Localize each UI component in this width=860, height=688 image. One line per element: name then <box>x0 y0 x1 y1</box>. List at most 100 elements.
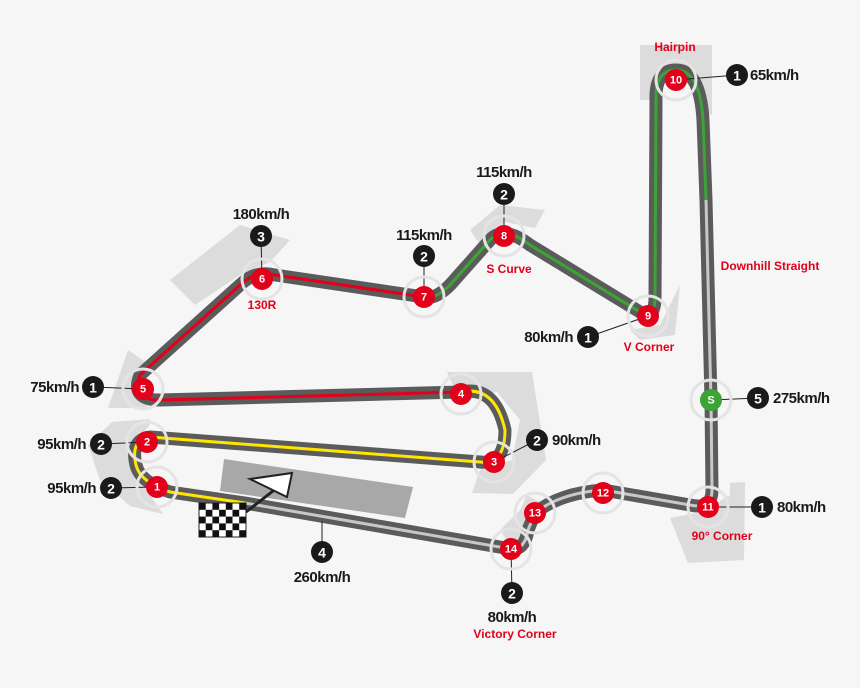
track <box>128 63 719 556</box>
gear-callout-t6: 3 <box>250 225 272 247</box>
gear-number: 2 <box>97 437 105 453</box>
marker-number: 1 <box>154 482 160 494</box>
stripe-yellow <box>133 389 507 505</box>
marker-circle <box>146 476 168 498</box>
turn-marker-9: 9 <box>626 294 670 338</box>
marker-number: 5 <box>140 384 146 396</box>
marker-circle <box>251 268 273 290</box>
gear-number: 2 <box>500 187 508 203</box>
marker-number: 12 <box>597 488 609 500</box>
marker-halo <box>240 257 284 301</box>
marker-halo <box>686 485 730 529</box>
gear-callout-t14: 2 <box>501 582 523 604</box>
turn-marker-3: 3 <box>472 440 516 484</box>
gear-circle <box>100 477 122 499</box>
turn-marker-2: 2 <box>125 420 169 464</box>
marker-halo <box>402 275 446 319</box>
runoff-hairpin <box>640 45 712 115</box>
marker-number: 10 <box>670 75 682 87</box>
gear-callout-t3: 2 <box>526 429 548 451</box>
speed-t9: 80km/h <box>524 329 573 346</box>
gear-circle <box>90 433 112 455</box>
turn-marker-8: 8 <box>482 214 526 258</box>
turn-marker-4: 4 <box>439 372 483 416</box>
speed-t5: 75km/h <box>30 379 79 396</box>
marker-number: 11 <box>702 502 714 514</box>
gear-number: 2 <box>107 481 115 497</box>
marker-number: 2 <box>144 437 150 449</box>
speed-t3: 90km/h <box>552 432 601 449</box>
name-downhill-straight: Downhill Straight <box>721 259 820 273</box>
gear-number: 2 <box>420 249 428 265</box>
gear-circle <box>577 326 599 348</box>
marker-circle <box>500 538 522 560</box>
turn-marker-11: 11 <box>686 485 730 529</box>
gear-circle <box>413 245 435 267</box>
marker-number: 3 <box>491 457 497 469</box>
marker-circle <box>700 389 722 411</box>
runoff-t9 <box>630 285 680 340</box>
gear-callout-main-straight: 4 <box>311 541 333 563</box>
name-v-corner: V Corner <box>624 340 675 354</box>
stripe-green <box>423 68 708 316</box>
gear-number: 2 <box>533 433 541 449</box>
marker-circle <box>637 305 659 327</box>
pit-direction-arrow <box>246 471 294 499</box>
marker-circle <box>450 383 472 405</box>
speed-t1: 95km/h <box>47 480 96 497</box>
marker-number: 7 <box>421 292 427 304</box>
speed-trap-marker: S <box>689 378 733 422</box>
gear-circle <box>726 64 748 86</box>
name-s-curve: S Curve <box>486 262 532 276</box>
pit-building <box>220 459 413 518</box>
marker-circle <box>413 286 435 308</box>
marker-halo <box>125 420 169 464</box>
marker-number: S <box>707 395 714 407</box>
gear-number: 1 <box>89 380 97 396</box>
marker-circle <box>132 378 154 400</box>
gear-callout-speed-trap: 5 <box>747 387 769 409</box>
gear-callout-t1: 2 <box>100 477 122 499</box>
name-130r: 130R <box>248 298 277 312</box>
marker-circle <box>697 496 719 518</box>
gear-callout-t9: 1 <box>577 326 599 348</box>
speed-t2: 95km/h <box>37 436 86 453</box>
marker-number: 14 <box>505 544 518 556</box>
marker-halo <box>439 372 483 416</box>
marker-halo <box>513 491 557 535</box>
gear-circle <box>747 387 769 409</box>
marker-halo <box>689 378 733 422</box>
turn-marker-10: 10 <box>654 58 698 102</box>
speed-t8: 115km/h <box>476 164 532 181</box>
gear-callout-t7: 2 <box>413 245 435 267</box>
turn-marker-14: 14 <box>489 527 533 571</box>
marker-number: 13 <box>529 508 541 520</box>
turn-marker-7: 7 <box>402 275 446 319</box>
gear-callout-t10: 1 <box>726 64 748 86</box>
marker-halo <box>654 58 698 102</box>
marker-circle <box>493 225 515 247</box>
gear-circle <box>493 183 515 205</box>
speed-t14: 80km/h <box>488 609 537 626</box>
turn-marker-13: 13 <box>513 491 557 535</box>
turn-marker-1: 1 <box>135 465 179 509</box>
name-victory-corner: Victory Corner <box>473 627 556 641</box>
speed-trap-speed: 275km/h <box>773 390 830 407</box>
speed-main-straight: 260km/h <box>294 569 351 586</box>
marker-circle <box>524 502 546 524</box>
gear-callout-t5: 1 <box>82 376 104 398</box>
name-90-corner: 90° Corner <box>692 529 753 543</box>
marker-halo <box>482 214 526 258</box>
marker-number: 8 <box>501 231 507 243</box>
gear-circle <box>82 376 104 398</box>
marker-halo <box>489 527 533 571</box>
runoff-t4t3 <box>447 372 546 494</box>
gear-circle <box>311 541 333 563</box>
turn-marker-12: 12 <box>581 471 625 515</box>
gear-circle <box>250 225 272 247</box>
marker-circle <box>592 482 614 504</box>
marker-halo <box>472 440 516 484</box>
name-hairpin: Hairpin <box>654 40 695 54</box>
marker-halo <box>121 367 165 411</box>
